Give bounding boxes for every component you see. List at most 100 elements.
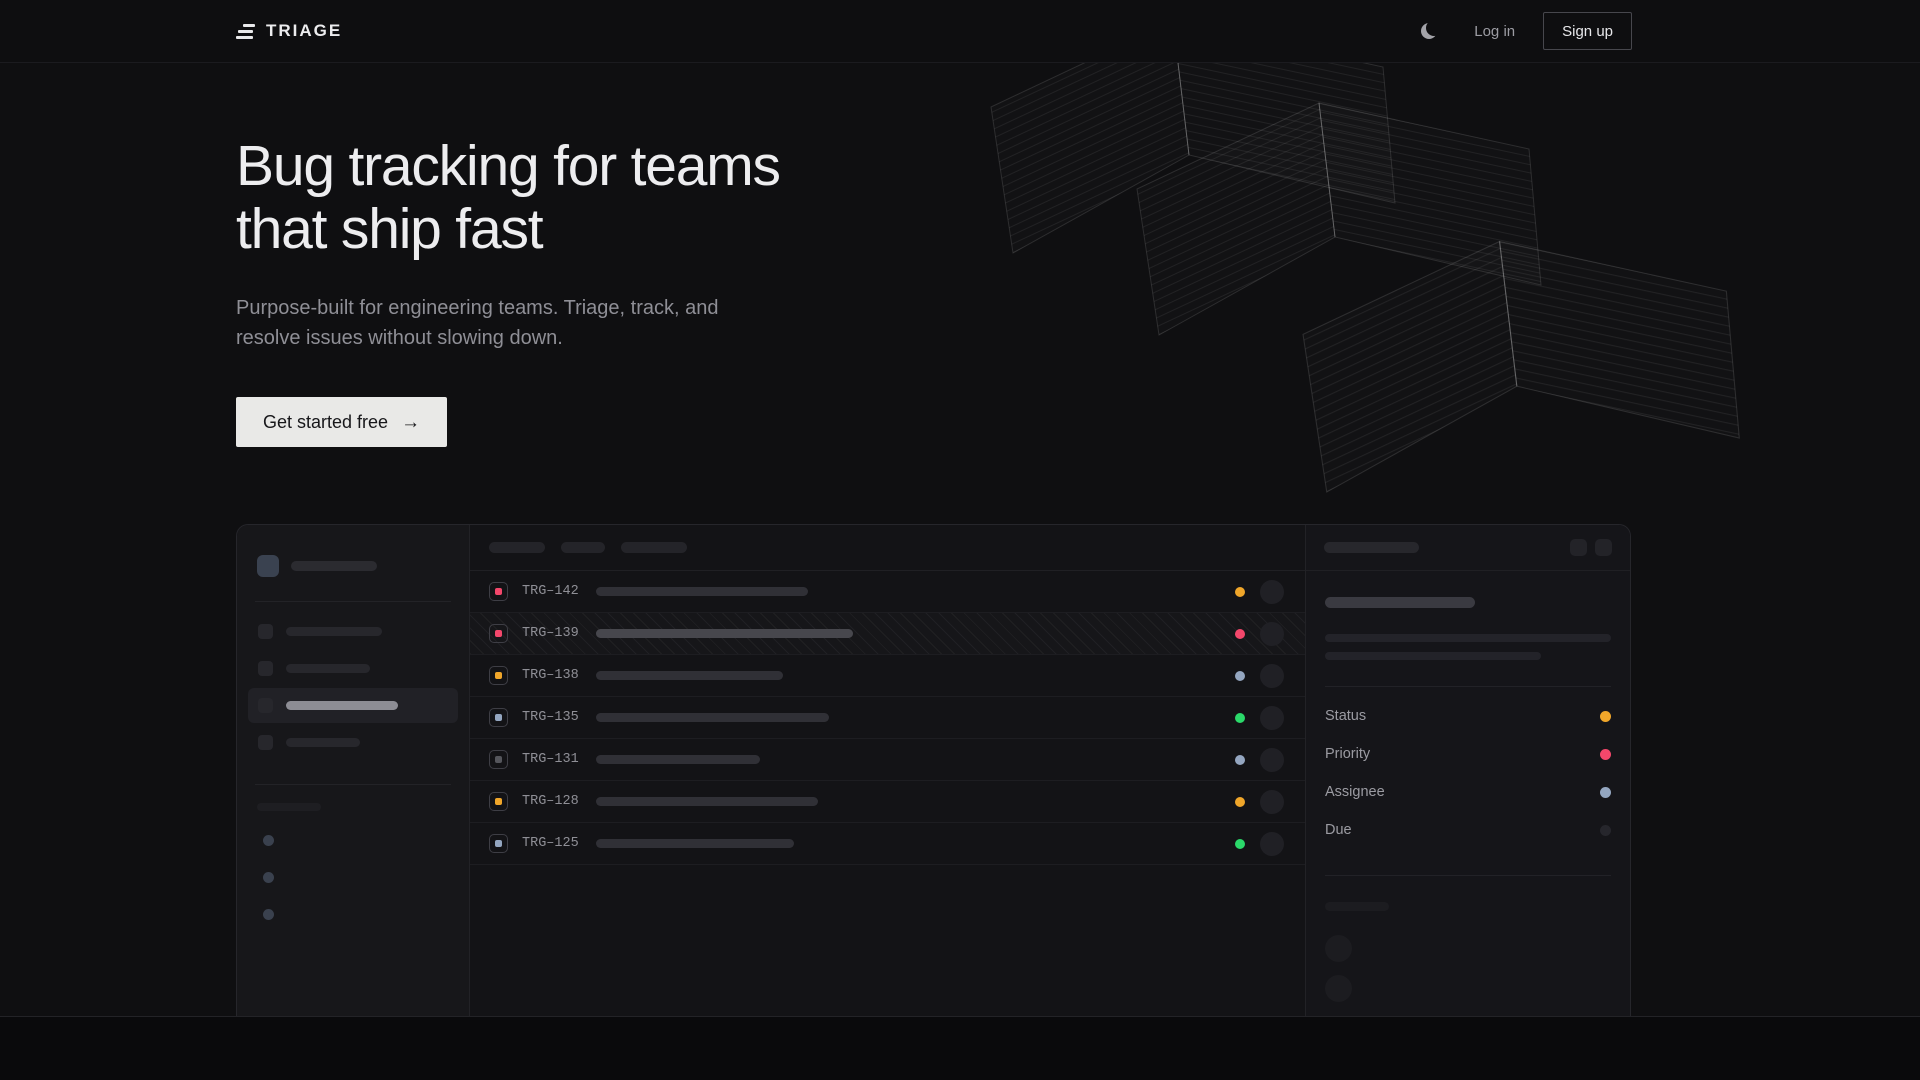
theme-toggle-button[interactable] — [1412, 14, 1446, 48]
issue-row[interactable]: TRG–128 — [470, 781, 1305, 823]
assignee-avatar — [1260, 580, 1284, 604]
detail-desc-skeleton — [1325, 652, 1541, 660]
detail-divider — [1325, 686, 1611, 687]
sidebar-nav-item[interactable] — [248, 688, 458, 723]
detail-body: Status Priority Assignee Due — [1306, 571, 1630, 1002]
assignee-avatar — [1260, 748, 1284, 772]
property-label: Status — [1325, 708, 1366, 724]
brand: TRIAGE — [236, 21, 342, 41]
issue-type-icon — [489, 834, 508, 853]
property-row[interactable]: Assignee — [1325, 773, 1611, 811]
issue-id: TRG–131 — [522, 752, 596, 767]
nav-item-icon — [258, 661, 273, 676]
login-link[interactable]: Log in — [1474, 23, 1515, 40]
property-label: Due — [1325, 822, 1352, 838]
issue-list-panel: TRG–142 TRG–139 TRG–138 TRG–135 TRG–131 — [470, 525, 1305, 1016]
issue-status-dot — [1235, 713, 1245, 723]
nav-item-icon — [258, 624, 273, 639]
get-started-button[interactable]: Get started free → — [236, 397, 447, 447]
sidebar-divider — [255, 784, 451, 785]
property-list: Status Priority Assignee Due — [1325, 697, 1611, 849]
property-value-dot — [1600, 749, 1611, 760]
issue-id: TRG–135 — [522, 710, 596, 725]
filter-tab-skeleton[interactable] — [489, 542, 545, 553]
brand-name: TRIAGE — [266, 21, 342, 41]
issue-detail-panel: Status Priority Assignee Due — [1305, 525, 1630, 1016]
issue-id: TRG–128 — [522, 794, 596, 809]
sidebar-nav — [257, 614, 449, 760]
project-dot[interactable] — [263, 909, 274, 920]
issue-status-dot — [1235, 629, 1245, 639]
filter-tab-skeleton[interactable] — [621, 542, 687, 553]
property-row[interactable]: Priority — [1325, 735, 1611, 773]
issue-type-icon — [489, 624, 508, 643]
hero-subtitle-line2: resolve issues without slowing down. — [236, 327, 563, 349]
issue-title-skeleton — [596, 755, 760, 764]
issue-type-icon — [489, 708, 508, 727]
get-started-label: Get started free — [263, 412, 388, 433]
issue-title-skeleton — [596, 839, 794, 848]
issue-list-header — [470, 525, 1305, 571]
detail-desc-skeleton — [1325, 634, 1611, 642]
assignee-avatar — [1260, 706, 1284, 730]
arrow-right-icon: → — [401, 413, 420, 432]
issue-id: TRG–125 — [522, 836, 596, 851]
property-row[interactable]: Due — [1325, 811, 1611, 849]
hero-title-line1: Bug tracking for teams — [236, 134, 780, 198]
workspace-avatar — [257, 555, 279, 577]
nav-item-label-skeleton — [286, 664, 370, 673]
issue-row[interactable]: TRG–139 — [470, 613, 1305, 655]
issue-title-skeleton — [596, 797, 818, 806]
issue-row[interactable]: TRG–135 — [470, 697, 1305, 739]
issue-row[interactable]: TRG–131 — [470, 739, 1305, 781]
detail-action-button[interactable] — [1570, 539, 1587, 556]
issue-status-dot — [1235, 587, 1245, 597]
property-label: Assignee — [1325, 784, 1385, 800]
detail-title-skeleton — [1325, 597, 1475, 608]
property-row[interactable]: Status — [1325, 697, 1611, 735]
activity-label-skeleton — [1325, 902, 1389, 911]
detail-divider — [1325, 875, 1611, 876]
issue-id: TRG–142 — [522, 584, 596, 599]
nav-item-label-skeleton — [286, 738, 360, 747]
issue-row[interactable]: TRG–142 — [470, 571, 1305, 613]
app-mockup: TRG–142 TRG–139 TRG–138 TRG–135 TRG–131 — [236, 524, 1631, 1016]
sidebar-nav-item[interactable] — [248, 614, 458, 649]
issue-title-skeleton — [596, 587, 808, 596]
assignee-avatar — [1260, 790, 1284, 814]
detail-header-skeleton — [1324, 542, 1419, 553]
issue-id: TRG–138 — [522, 668, 596, 683]
nav-item-label-skeleton — [286, 701, 398, 710]
issue-id: TRG–139 — [522, 626, 596, 641]
hero-subtitle: Purpose-built for engineering teams. Tri… — [236, 293, 780, 353]
sidebar-divider — [255, 601, 451, 602]
triage-logo-icon — [236, 24, 255, 39]
issue-type-icon — [489, 582, 508, 601]
filter-tab-skeleton[interactable] — [561, 542, 605, 553]
issue-row[interactable]: TRG–138 — [470, 655, 1305, 697]
issue-title-skeleton — [596, 713, 829, 722]
property-value-dot — [1600, 787, 1611, 798]
detail-action-button[interactable] — [1595, 539, 1612, 556]
assignee-avatar — [1260, 622, 1284, 646]
issue-type-icon — [489, 792, 508, 811]
activity-avatar-skeleton — [1325, 975, 1352, 1002]
property-value-dot — [1600, 825, 1611, 836]
detail-header-actions — [1570, 539, 1612, 556]
property-label: Priority — [1325, 746, 1370, 762]
sidebar-nav-item[interactable] — [248, 651, 458, 686]
project-dot[interactable] — [263, 872, 274, 883]
nav-item-icon — [258, 735, 273, 750]
workspace-switcher[interactable] — [257, 555, 449, 577]
sidebar-nav-item[interactable] — [248, 725, 458, 760]
hero-section: Bug tracking for teams that ship fast Pu… — [236, 135, 780, 447]
property-value-dot — [1600, 711, 1611, 722]
issue-status-dot — [1235, 755, 1245, 765]
signup-button[interactable]: Sign up — [1543, 12, 1632, 50]
issue-status-dot — [1235, 671, 1245, 681]
issue-row[interactable]: TRG–125 — [470, 823, 1305, 865]
assignee-avatar — [1260, 664, 1284, 688]
issue-type-icon — [489, 666, 508, 685]
project-dot[interactable] — [263, 835, 274, 846]
hero-subtitle-line1: Purpose-built for engineering teams. Tri… — [236, 297, 718, 319]
